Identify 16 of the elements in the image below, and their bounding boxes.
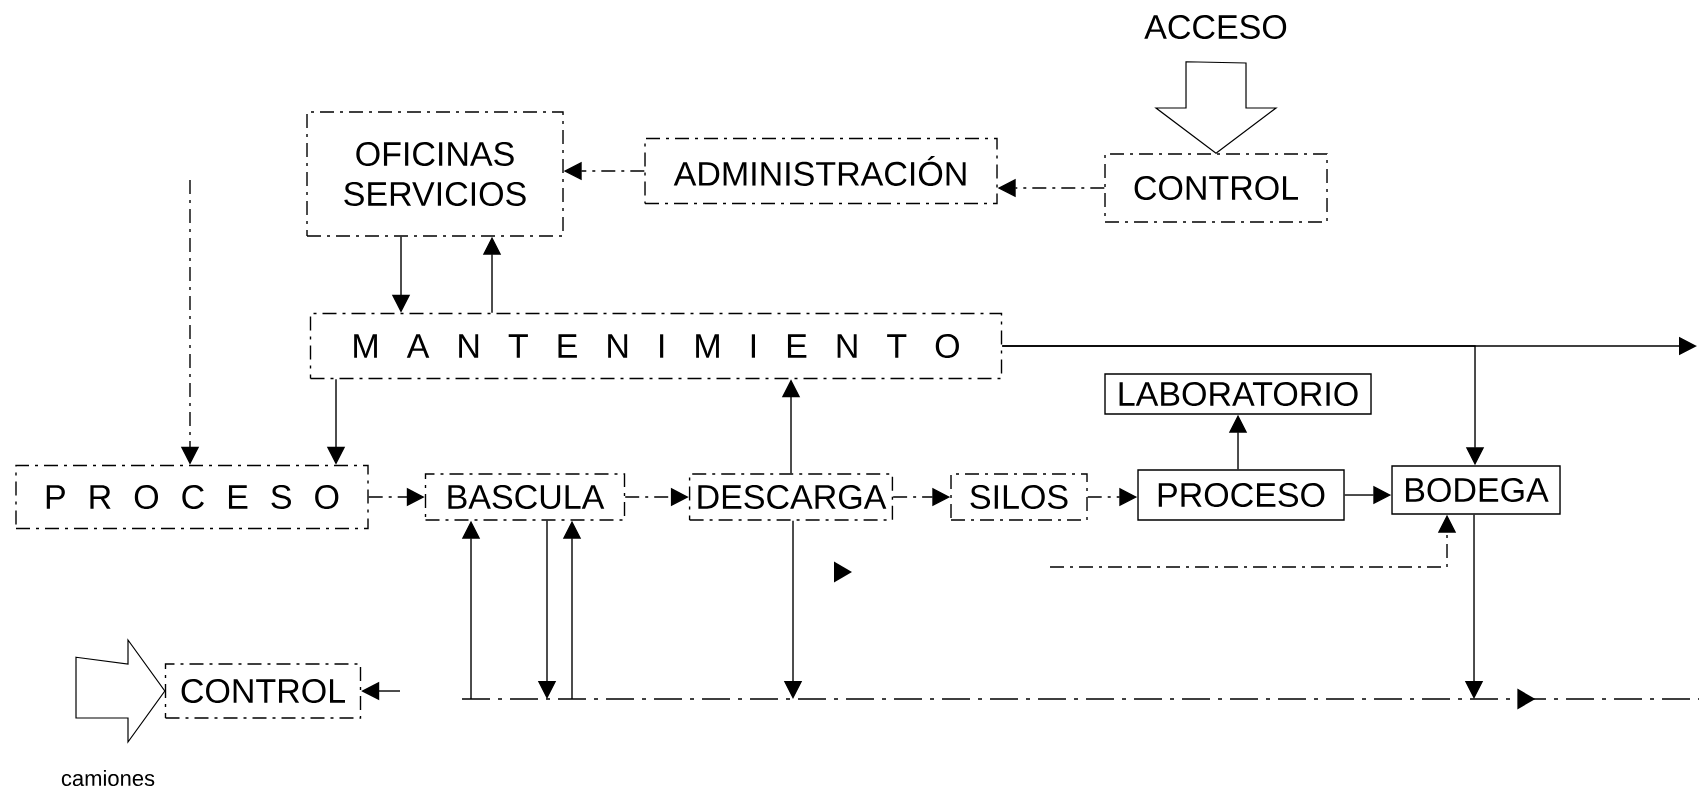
process-box: LABORATORIO bbox=[1104, 373, 1372, 415]
process-box: BASCULA bbox=[424, 473, 626, 521]
process-box: SILOS bbox=[950, 473, 1088, 521]
process-box: CONTROL bbox=[164, 663, 362, 719]
process-box: DESCARGA bbox=[688, 473, 894, 521]
process-box: ADMINISTRACIÓN bbox=[644, 137, 998, 205]
label-text: camiones bbox=[61, 769, 155, 787]
block-arrow bbox=[1154, 61, 1278, 155]
process-box: CONTROL bbox=[1104, 153, 1328, 223]
block-arrow bbox=[75, 638, 166, 744]
process-box: OFICINAS SERVICIOS bbox=[306, 111, 564, 237]
process-box: PROCESO bbox=[1137, 469, 1345, 521]
process-box: BODEGA bbox=[1391, 465, 1561, 515]
process-box: M A N T E N I M I E N T O bbox=[309, 312, 1003, 380]
label-text: ACCESO bbox=[1144, 14, 1287, 40]
process-box: P R O C E S O bbox=[15, 464, 369, 530]
